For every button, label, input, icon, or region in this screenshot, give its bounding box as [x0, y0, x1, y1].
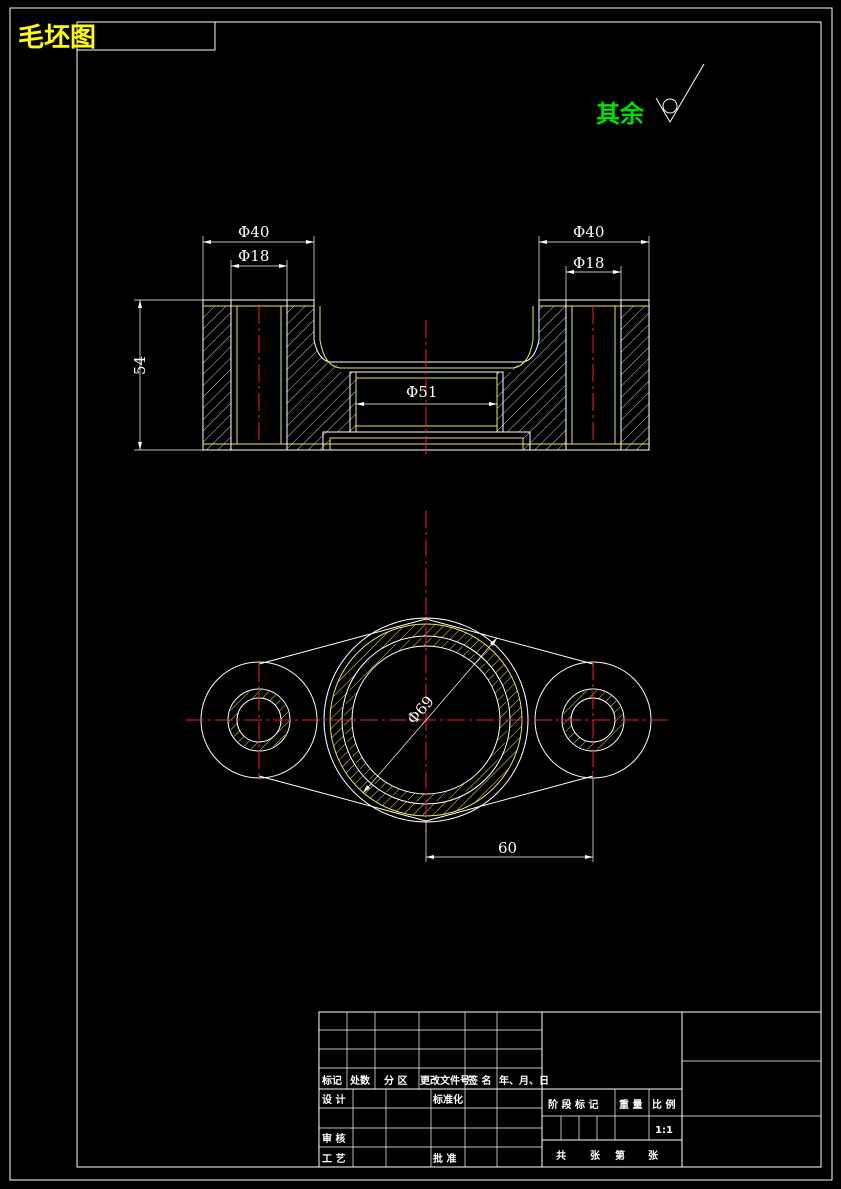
tb-header-mark: 标记: [321, 1074, 342, 1087]
tb-header-date: 年、月、日: [499, 1074, 549, 1087]
tb-weight: 重 量: [619, 1098, 642, 1111]
tb-review: 审 核: [322, 1132, 345, 1145]
drawing-title: 毛坯图: [18, 23, 96, 53]
tb-process: 工 艺: [322, 1152, 345, 1165]
dim-left-inner-diameter: Φ18: [238, 247, 269, 265]
roughness-note: 其余: [596, 100, 645, 128]
dim-hub-diameter: Φ69: [403, 692, 437, 727]
left-web-hatch: [287, 306, 356, 450]
dim-right-inner-diameter: Φ18: [573, 254, 604, 272]
tb-standardization: 标准化: [432, 1093, 463, 1106]
tb-sheet-no: 第: [615, 1149, 625, 1162]
right-boss-wall-hatch: [621, 306, 649, 450]
machining-not-required-symbol-icon: [655, 63, 705, 123]
tb-total: 共: [556, 1149, 566, 1162]
tb-sheets: 张: [590, 1149, 601, 1162]
title-label-box: [76, 21, 216, 51]
tb-header-change-doc: 更改文件号: [420, 1074, 470, 1087]
dim-center-distance: 60: [498, 839, 517, 857]
tb-design: 设 计: [322, 1093, 345, 1106]
dim-height: 54: [131, 356, 149, 375]
tb-stage-mark: 阶 段 标 记: [548, 1098, 598, 1111]
tb-scale-label: 比 例: [652, 1098, 675, 1111]
tb-header-count: 处数: [349, 1074, 371, 1087]
tb-scale-value: 1:1: [655, 1125, 673, 1136]
tb-header-zone: 分 区: [384, 1074, 407, 1087]
dim-right-outer-diameter: Φ40: [573, 223, 604, 241]
section-view: Φ40 Φ18 Φ40 Φ18 54 Φ51: [131, 223, 650, 458]
title-block: 标记 处数 分 区 更改文件号 签 名 年、月、日 设 计 标准化 审 核 工 …: [318, 1011, 822, 1168]
dim-center-bore: Φ51: [406, 383, 437, 401]
right-web-hatch: [497, 306, 566, 450]
section-outline: [202, 299, 650, 451]
tb-header-signature: 签 名: [467, 1074, 491, 1087]
tb-page: 张: [648, 1149, 659, 1162]
left-boss-wall-hatch: [203, 306, 231, 450]
tb-approve: 批 准: [433, 1152, 456, 1165]
dim-left-outer-diameter: Φ40: [238, 223, 269, 241]
sheet-border: [9, 7, 833, 1181]
plan-view: Φ69 60: [186, 510, 668, 862]
